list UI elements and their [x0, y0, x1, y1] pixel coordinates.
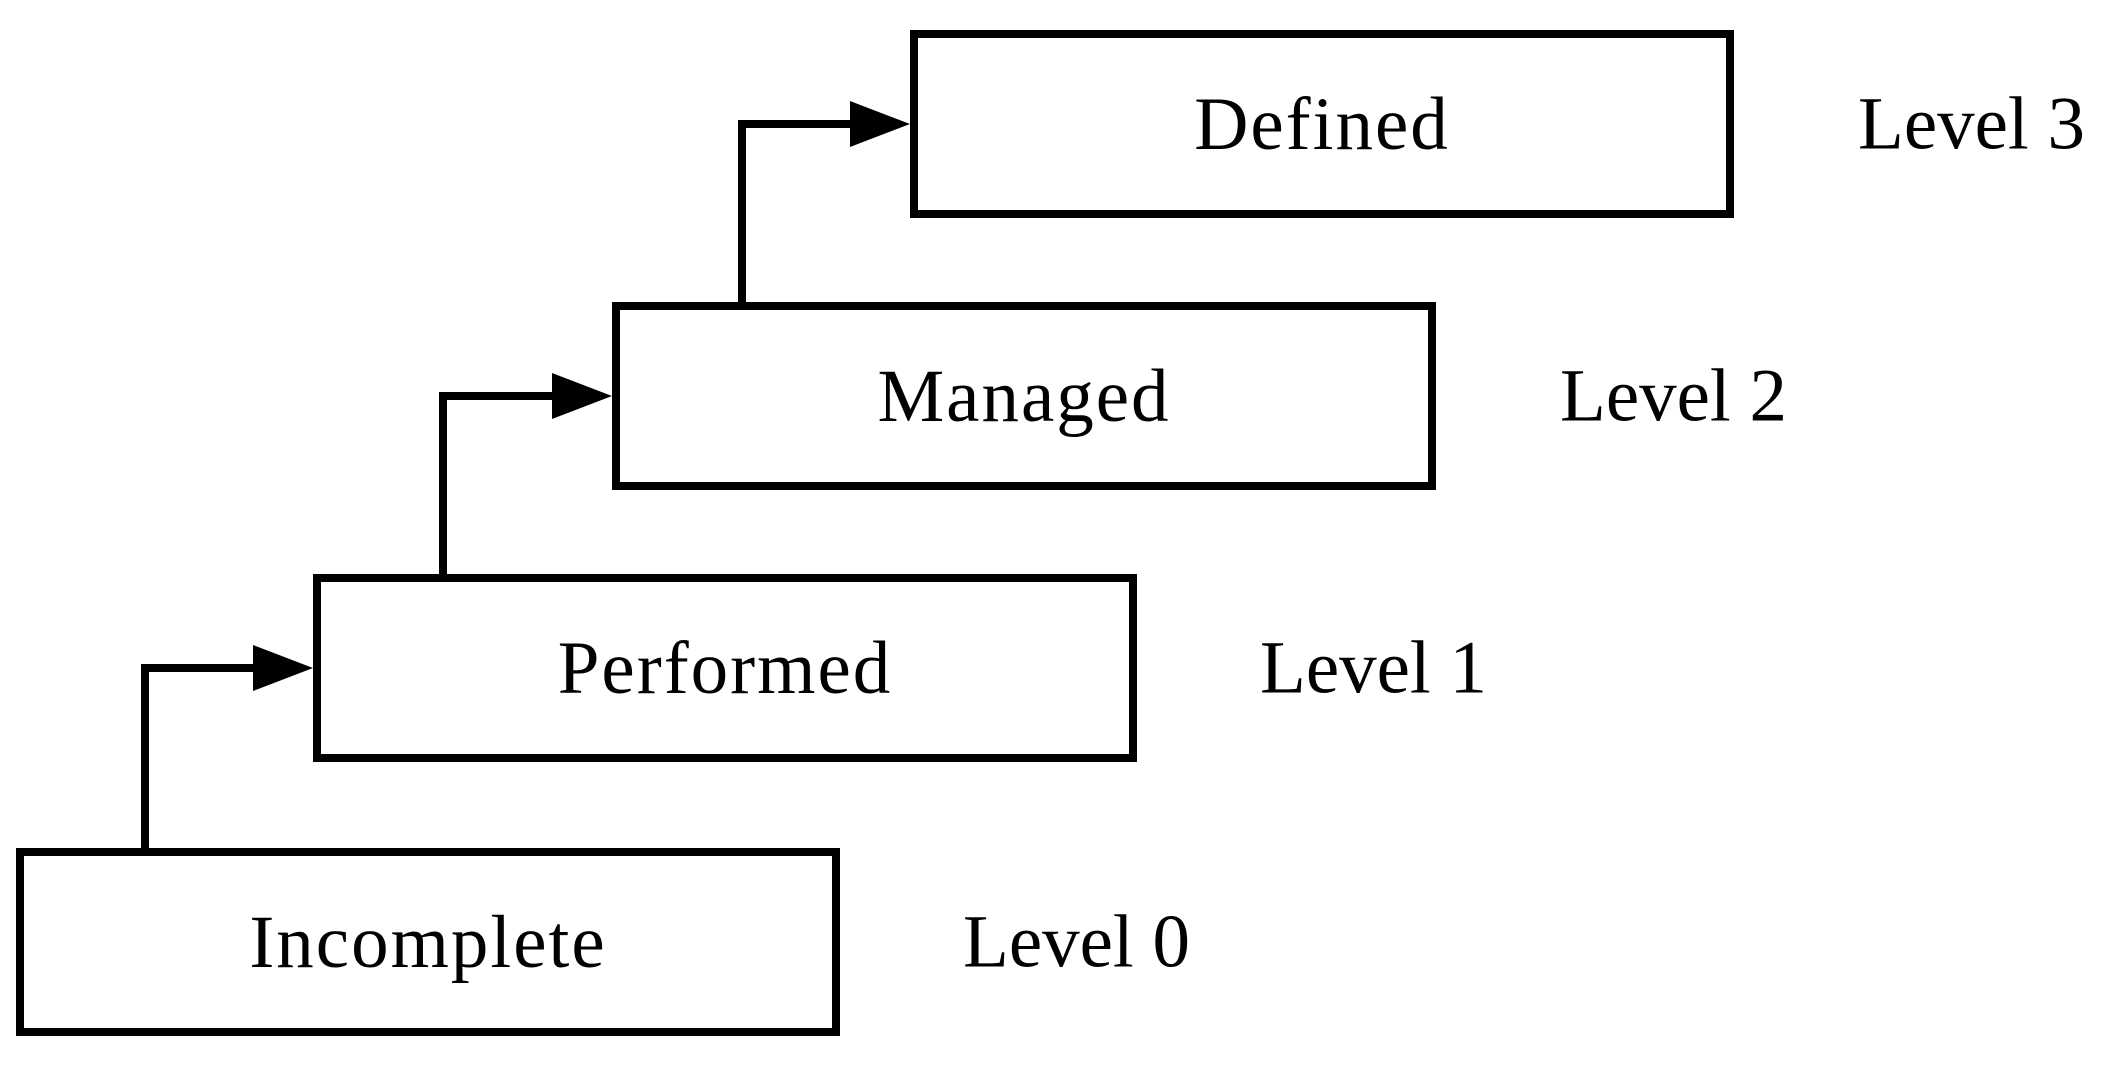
box-managed: Managed — [612, 302, 1436, 490]
arrow-performed-managed-horizontal-segment — [439, 392, 554, 400]
arrow-incomplete-performed-vertical-segment — [141, 664, 149, 848]
arrow-managed-defined-head-icon — [850, 101, 910, 147]
arrow-performed-managed-head-icon — [552, 373, 612, 419]
box-incomplete-label: Incomplete — [249, 900, 607, 984]
box-performed: Performed — [313, 574, 1137, 762]
arrow-performed-managed-vertical-segment — [439, 392, 447, 574]
box-managed-label: Managed — [877, 354, 1171, 438]
arrow-managed-defined-vertical-segment — [738, 120, 746, 302]
box-performed-label: Performed — [557, 626, 893, 710]
arrow-incomplete-performed-head-icon — [253, 645, 313, 691]
arrow-managed-defined-horizontal-segment — [738, 120, 852, 128]
level-2-caption: Level 2 — [1560, 354, 1787, 438]
box-defined-label: Defined — [1194, 82, 1450, 166]
level-0-caption: Level 0 — [963, 900, 1190, 984]
level-3-caption: Level 3 — [1858, 82, 2085, 166]
arrow-incomplete-performed-horizontal-segment — [141, 664, 255, 672]
box-defined: Defined — [910, 30, 1734, 218]
level-1-caption: Level 1 — [1260, 626, 1487, 710]
box-incomplete: Incomplete — [16, 848, 840, 1036]
